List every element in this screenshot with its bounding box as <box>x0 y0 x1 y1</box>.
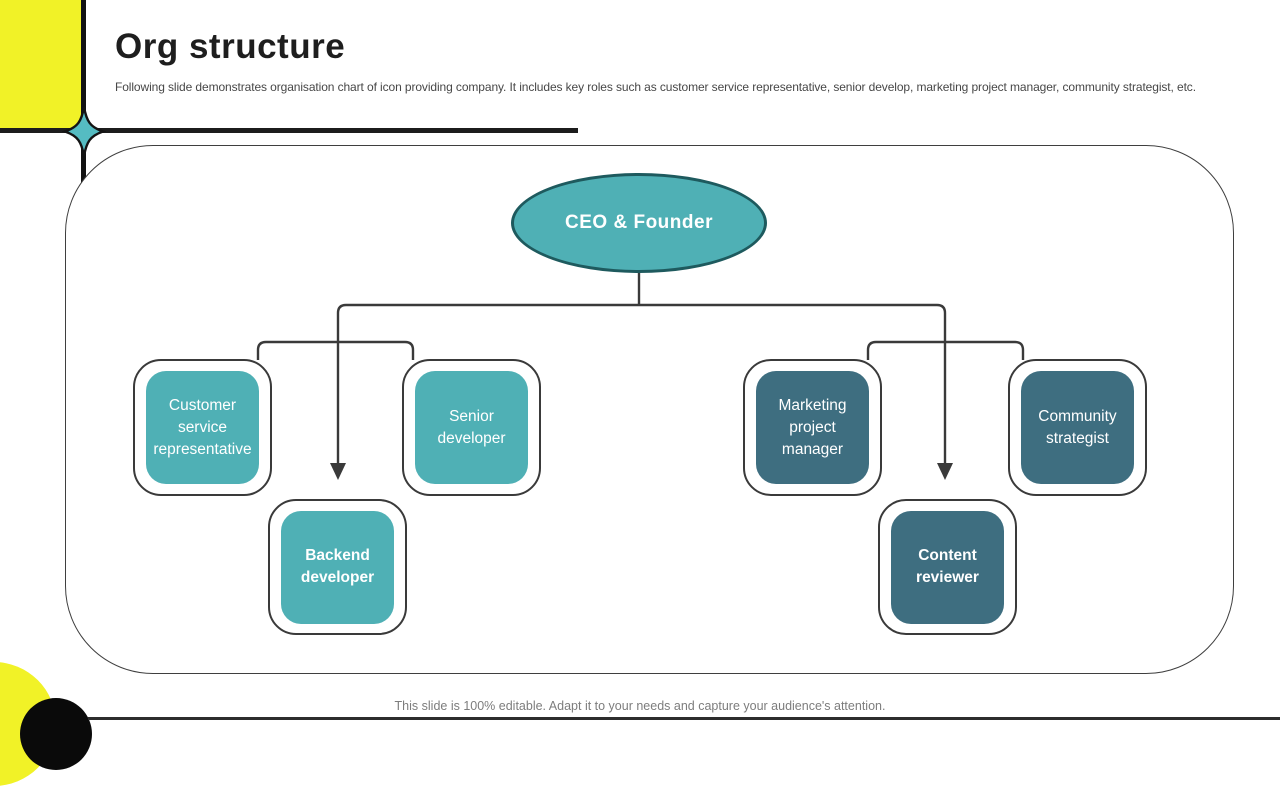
org-node-label: Marketing project manager <box>778 396 847 458</box>
org-node-backend-developer: Backend developer <box>268 499 407 635</box>
corner-yellow-block <box>0 0 84 129</box>
org-node-marketing-project-manager: Marketing project manager <box>743 359 882 496</box>
org-node-label: Content reviewer <box>916 547 979 586</box>
org-node-label: Backend developer <box>300 547 375 586</box>
org-node-senior-developer: Senior developer <box>402 359 541 496</box>
org-node-community-strategist: Community strategist <box>1008 359 1147 496</box>
page-title: Org structure <box>115 27 346 66</box>
sparkle-icon <box>62 106 106 157</box>
bottom-rule <box>88 717 1280 720</box>
org-node-label: Community strategist <box>1038 407 1117 447</box>
org-node-ceo-founder: CEO & Founder <box>511 173 767 273</box>
org-node-label: Customer service representative <box>153 396 252 458</box>
org-node-content-reviewer: Content reviewer <box>878 499 1017 635</box>
slide-footer-note: This slide is 100% editable. Adapt it to… <box>394 699 886 713</box>
org-node-label: Senior developer <box>437 407 506 447</box>
org-node-label: CEO & Founder <box>565 212 713 233</box>
org-node-customer-service-representative: Customer service representative <box>133 359 272 496</box>
header-underline <box>0 128 578 133</box>
slide-subtitle: Following slide demonstrates organisatio… <box>115 80 1196 94</box>
vertical-accent-line <box>81 0 86 187</box>
